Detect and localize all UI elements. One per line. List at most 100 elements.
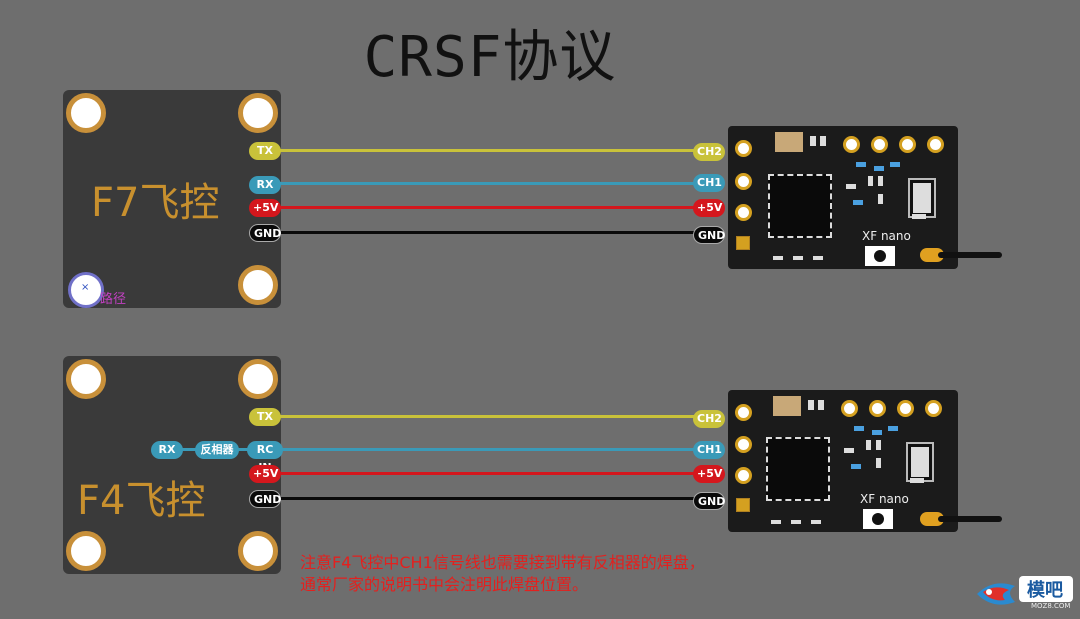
- rx-pin-gnd: GND: [693, 226, 725, 244]
- inverter-label: 反相器: [195, 441, 239, 459]
- rx-wire: [280, 182, 695, 185]
- smd-part: [866, 440, 871, 450]
- watermark-text: 模吧: [1027, 580, 1063, 601]
- fc-pin-rc-in: RC IN: [247, 441, 283, 474]
- smd-part: [793, 256, 803, 260]
- antenna-pad: [920, 248, 944, 262]
- path-label: 路径: [100, 292, 127, 307]
- watermark-sub: MOZ8.COM: [1031, 602, 1071, 610]
- rx-pad: [899, 136, 916, 153]
- rx-pad: [871, 136, 888, 153]
- smd-part: [811, 520, 821, 524]
- smd-part: [854, 426, 864, 431]
- fc-pin-tx: TX: [249, 142, 281, 160]
- gnd-wire: [280, 497, 695, 500]
- rx-pin-5v: +5V: [693, 465, 725, 483]
- smd-part: [810, 136, 816, 146]
- smd-part: [808, 400, 814, 410]
- receiver-label: XF nano: [862, 229, 911, 243]
- smd-part: [851, 464, 861, 469]
- rx-wire: [280, 448, 695, 451]
- smd-part: [846, 184, 856, 189]
- rx-pad: [735, 467, 752, 484]
- fc-pin-5v: +5V: [249, 199, 281, 217]
- rx-pin-ch2: CH2: [693, 410, 725, 428]
- smd-part: [890, 162, 900, 167]
- regulator: [908, 178, 936, 218]
- mcu-chip: [768, 174, 832, 238]
- smd-part: [878, 194, 883, 204]
- mount-hole: [238, 359, 278, 399]
- path-marker: ×: [68, 272, 104, 308]
- rx-pad: [735, 404, 752, 421]
- tx-wire: [280, 149, 695, 152]
- rx-pin-gnd: GND: [693, 492, 725, 510]
- f4-flight-controller: F4飞控: [63, 356, 281, 574]
- rx-pad: [925, 400, 942, 417]
- receiver-board: XF nano: [728, 390, 958, 532]
- bird-icon: [977, 576, 1073, 605]
- smd-part: [844, 448, 854, 453]
- rx-pad: [735, 173, 752, 190]
- rx-pad: [927, 136, 944, 153]
- rx-pin-ch1: CH1: [693, 441, 725, 459]
- smd-part: [773, 256, 783, 260]
- rx-pad: [736, 498, 750, 512]
- mount-hole: [238, 531, 278, 571]
- 5v-wire: [280, 472, 695, 475]
- mount-hole: [66, 531, 106, 571]
- warning-note: 注意F4飞控中CH1信号线也需要接到带有反相器的焊盘， 通常厂家的说明书中会注明…: [300, 552, 705, 596]
- rx-pad: [736, 236, 750, 250]
- smd-part: [820, 136, 826, 146]
- rx-pin-ch2: CH2: [693, 143, 725, 161]
- bind-button: [865, 246, 895, 266]
- rx-pad: [869, 400, 886, 417]
- tx-wire: [280, 415, 695, 418]
- fc-pin-tx: TX: [249, 408, 281, 426]
- mount-hole: [238, 265, 278, 305]
- antenna-wire: [938, 252, 1002, 258]
- rx-pad: [735, 204, 752, 221]
- rx-pin-5v: +5V: [693, 199, 725, 217]
- page-title: CRSF协议: [363, 25, 617, 90]
- fc-pin-gnd: GND: [249, 490, 281, 508]
- note-line: 注意F4飞控中CH1信号线也需要接到带有反相器的焊盘，: [300, 553, 705, 572]
- smd-part: [876, 440, 881, 450]
- smd-part: [791, 520, 801, 524]
- smd-part: [856, 162, 866, 167]
- receiver-label: XF nano: [860, 492, 909, 506]
- smd-part: [912, 214, 926, 219]
- f7-flight-controller: F7飞控: [63, 90, 281, 308]
- crystal: [775, 132, 803, 152]
- antenna-pad: [920, 512, 944, 526]
- watermark-logo: 模吧 MOZ8.COM: [975, 572, 1075, 614]
- fc-pin-gnd: GND: [249, 224, 281, 242]
- smd-part: [853, 200, 863, 205]
- 5v-wire: [280, 206, 695, 209]
- bind-button: [863, 509, 893, 529]
- fc-label-f7: F7飞控: [91, 180, 220, 226]
- rx-pad: [843, 136, 860, 153]
- smd-part: [771, 520, 781, 524]
- rx-pad: [897, 400, 914, 417]
- smd-part: [878, 176, 883, 186]
- smd-part: [910, 478, 924, 483]
- gnd-wire: [280, 231, 695, 234]
- smd-part: [876, 458, 881, 468]
- smd-part: [874, 166, 884, 171]
- receiver-board: XF nano: [728, 126, 958, 269]
- note-line: 通常厂家的说明书中会注明此焊盘位置。: [300, 575, 589, 594]
- inverter-pin-rx: RX: [151, 441, 183, 459]
- mount-hole: [66, 359, 106, 399]
- smd-part: [868, 176, 873, 186]
- rx-pad: [841, 400, 858, 417]
- fc-label-f4: F4飞控: [77, 478, 206, 524]
- antenna-wire: [938, 516, 1002, 522]
- crystal: [773, 396, 801, 416]
- regulator: [906, 442, 934, 482]
- rx-pad: [735, 436, 752, 453]
- rx-pad: [735, 140, 752, 157]
- smd-part: [872, 430, 882, 435]
- smd-part: [888, 426, 898, 431]
- rx-pin-ch1: CH1: [693, 174, 725, 192]
